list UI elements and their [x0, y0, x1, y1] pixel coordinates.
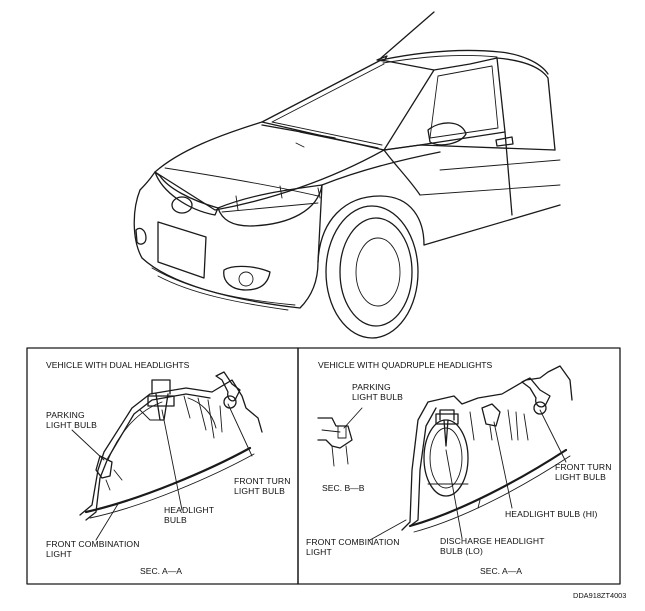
leader-turn-left [227, 403, 253, 457]
leader-turn-right [539, 409, 567, 463]
wiper-right [299, 131, 379, 149]
parking-bulb-left [95, 455, 113, 479]
label-sec-a-left: SEC. A—A [140, 566, 183, 576]
housing-shell-left [79, 379, 263, 516]
headlight-bulb-hi [481, 403, 501, 427]
right-panel-title: VEHICLE WITH QUADRUPLE HEADLIGHTS [318, 360, 493, 370]
leader-parking-left [71, 429, 105, 461]
car-illustration [133, 11, 561, 339]
leader-discharge-right [445, 449, 463, 539]
turn-light-bulb-right [521, 377, 551, 408]
leader-combination-left [95, 503, 119, 541]
roof [380, 49, 549, 75]
dual-headlight-section [71, 371, 263, 541]
leader-headlight-left [161, 409, 183, 511]
parking-section-b [317, 417, 353, 449]
headlight [217, 184, 323, 227]
grille [154, 171, 219, 216]
emblem [171, 196, 193, 214]
discharge-bulb-reflector [423, 419, 469, 497]
hood [154, 121, 385, 211]
front-wheel [325, 205, 419, 339]
leader-parking-right [343, 407, 363, 429]
label-sec-a-right: SEC. A—A [480, 566, 523, 576]
leader-combination-right [369, 519, 407, 541]
side-mirror [427, 122, 467, 146]
left-panel-title: VEHICLE WITH DUAL HEADLIGHTS [46, 360, 190, 370]
body-side [321, 151, 561, 246]
figure-code: DDA918ZT4003 [573, 591, 627, 600]
label-headlight-bulb-hi: HEADLIGHT BULB (HI) [505, 509, 598, 519]
front-bumper [133, 184, 323, 309]
turn-light-bulb-left [215, 371, 241, 402]
discharge-bulb [439, 409, 455, 447]
door-handle [495, 136, 514, 147]
leader-hi-right [493, 421, 513, 509]
side-window [429, 65, 499, 139]
windshield [261, 59, 435, 151]
antenna [380, 11, 435, 59]
lens-left [84, 446, 252, 514]
headlight-bulb-left [151, 379, 171, 421]
wheel-arch [317, 195, 425, 263]
wiper-left [261, 124, 336, 139]
fog-light [223, 265, 271, 291]
quadruple-headlight-section [317, 365, 573, 541]
license-plate [157, 221, 207, 279]
label-sec-b: SEC. B—B [322, 483, 365, 493]
lens-right [408, 448, 568, 528]
housing-shell-right [401, 365, 573, 531]
right-panel-frame [297, 347, 621, 585]
